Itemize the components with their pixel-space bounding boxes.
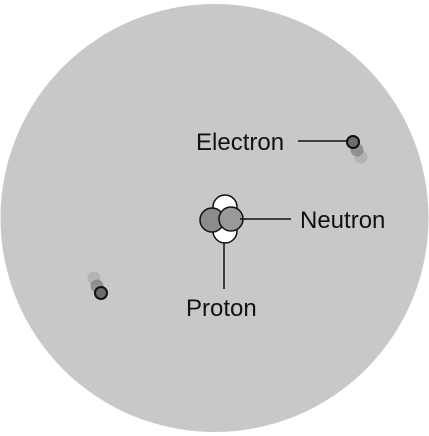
proton-label: Proton (186, 295, 257, 322)
neutron-right (219, 207, 243, 231)
electron-dot (347, 136, 359, 148)
neutron-label: Neutron (300, 207, 385, 234)
electron-label: Electron (196, 129, 284, 156)
electron-dot (95, 287, 107, 299)
